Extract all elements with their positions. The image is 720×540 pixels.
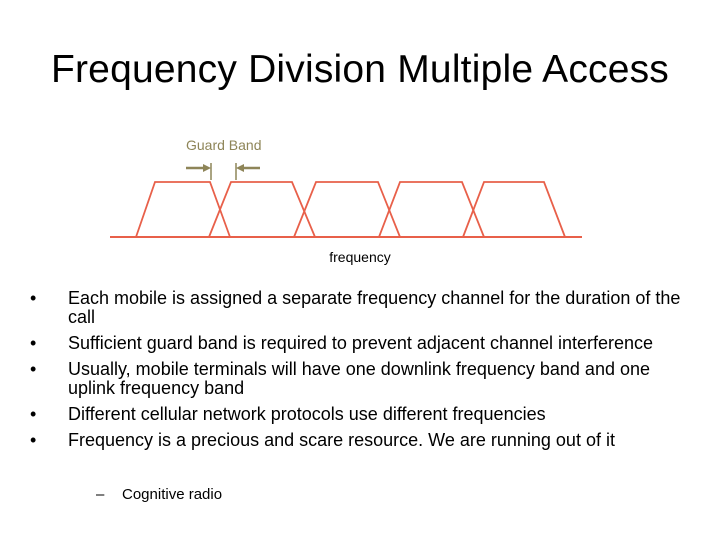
bullet-item: • Different cellular network protocols u… [30,405,700,424]
guard-arrow-left-head [203,164,211,172]
bullet-text: Usually, mobile terminals will have one … [68,359,650,398]
sub-bullet-item: –Cognitive radio [96,485,222,504]
band-1 [135,181,231,238]
sub-bullet-text: Cognitive radio [122,486,223,503]
bullet-marker: • [30,359,37,379]
bullet-item: • Frequency is a precious and scare reso… [30,431,700,450]
bullet-marker: • [30,333,37,353]
sub-bullet-marker: – [96,486,105,503]
band-4 [378,181,485,238]
bullet-text: Sufficient guard band is required to pre… [68,333,654,353]
slide-title: Frequency Division Multiple Access [50,48,670,91]
bullet-text: Each mobile is assigned a separate frequ… [68,288,681,327]
bullet-text: Frequency is a precious and scare resour… [68,430,615,450]
bullet-marker: • [30,430,37,450]
band-3 [293,181,401,238]
bullet-text: Different cellular network protocols use… [68,404,546,424]
bullet-item: • Each mobile is assigned a separate fre… [30,289,700,327]
bullet-item: • Usually, mobile terminals will have on… [30,360,700,398]
band-5 [462,181,566,238]
frequency-bands [135,181,566,238]
guard-band-label: Guard Band [186,137,262,153]
band-2 [208,181,316,238]
bullet-item: • Sufficient guard band is required to p… [30,334,700,353]
frequency-axis-label: frequency [329,249,391,265]
fdma-diagram: Guard Band [110,137,582,238]
guard-arrow-right-head [236,164,244,172]
bullet-marker: • [30,404,37,424]
bullet-marker: • [30,288,37,308]
guard-band-arrows [186,163,260,180]
bullet-list: • Each mobile is assigned a separate fre… [30,289,700,457]
